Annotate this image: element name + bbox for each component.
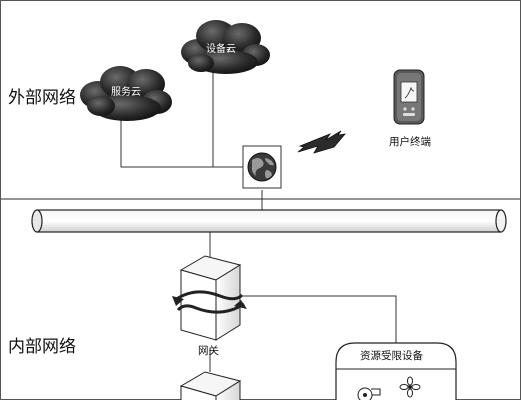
device-cloud-label: 设备云 (206, 44, 236, 55)
mobile-phone-icon (393, 69, 425, 125)
restricted-device-box (335, 342, 457, 400)
network-bus-pipe (31, 209, 507, 233)
gateway-label: 网关 (198, 345, 219, 357)
globe-icon (242, 145, 282, 189)
service-cloud-link (120, 110, 243, 168)
gateway-cube-icon (172, 255, 247, 341)
gateway-to-device-link (238, 295, 397, 343)
external-network-label: 外部网络 (8, 88, 76, 108)
user-terminal-label: 用户终端 (389, 136, 431, 148)
service-cloud-icon (80, 66, 172, 121)
flower-icon (399, 376, 421, 398)
restricted-device-label: 资源受限设备 (360, 350, 423, 362)
internal-network-label: 内部网络 (8, 337, 76, 357)
lightning-bolt-icon (297, 130, 346, 154)
lower-device-cube (179, 371, 242, 400)
device-cloud-icon (181, 20, 270, 74)
service-cloud-label: 服务云 (111, 87, 141, 98)
fan-icon (357, 387, 381, 400)
